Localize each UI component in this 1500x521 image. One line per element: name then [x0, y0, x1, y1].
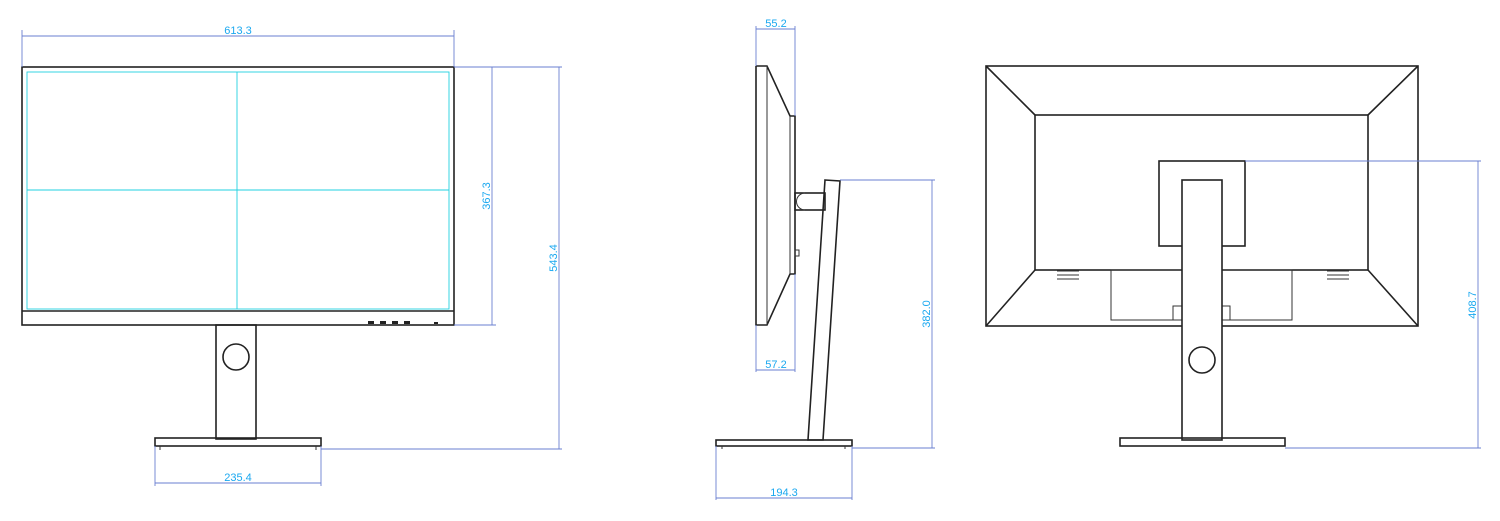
stand-base: [154, 437, 322, 447]
back-view: 408.7: [985, 65, 1481, 449]
top-depth-label: 55.2: [765, 18, 786, 30]
hinge: [794, 192, 826, 211]
base-width-label: 235.4: [224, 472, 252, 484]
back-stand-hole: [1188, 346, 1216, 374]
stand-height-label: 382.0: [921, 300, 933, 328]
screen-area: [26, 71, 450, 310]
stand-hole: [222, 343, 250, 371]
front-view: 613.3 367.3 543.4 235.4: [21, 25, 562, 486]
side-view: 55.2 57.2 382.0 194.3: [715, 18, 935, 500]
side-base: [715, 439, 853, 447]
front-buttons: [368, 321, 438, 324]
bottom-depth-label: 57.2: [765, 359, 786, 371]
back-stand: [1181, 179, 1223, 441]
front-bezel: [21, 66, 455, 326]
total-height-label: 543.4: [548, 244, 560, 272]
front-width-label: 613.3: [224, 25, 252, 37]
side-stand: [807, 179, 841, 441]
stand-neck: [215, 324, 257, 440]
screen-height-label: 367.3: [481, 182, 493, 210]
back-base: [1119, 437, 1286, 447]
base-depth-label: 194.3: [770, 487, 798, 499]
mount-height-label: 408.7: [1467, 291, 1479, 319]
